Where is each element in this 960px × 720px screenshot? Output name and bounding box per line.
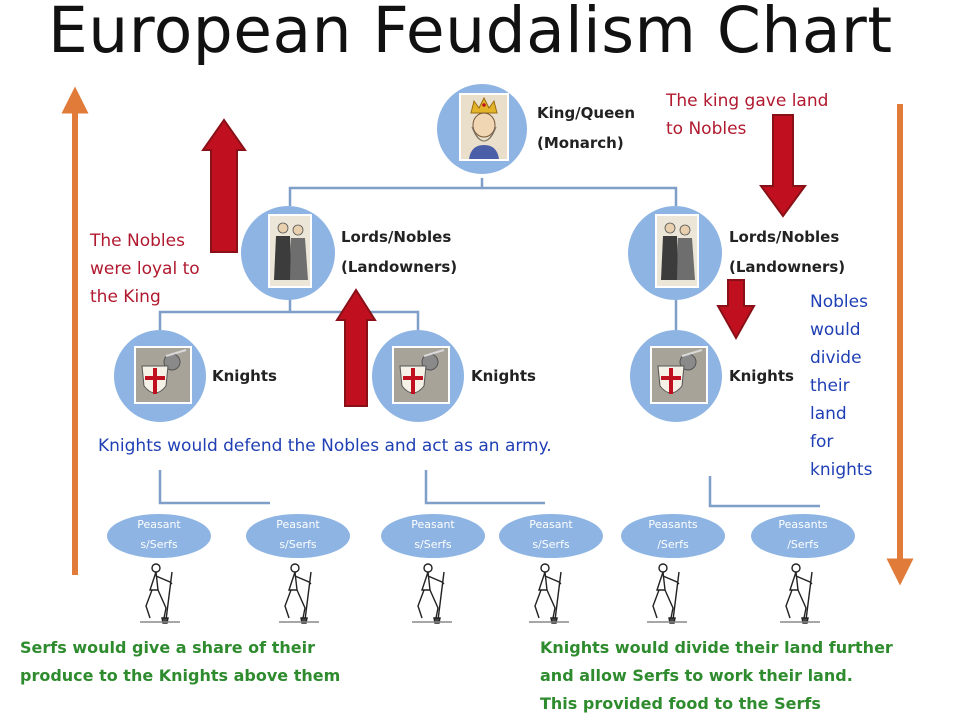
peasant-label-6b: /Serfs — [787, 538, 819, 551]
note-line: land — [810, 404, 847, 424]
knight-label-2: Knights — [471, 367, 536, 385]
note-serfs-give: Serfs would give a share of their produc… — [20, 634, 340, 690]
peasant-label-5a: Peasants — [648, 518, 698, 531]
knight-portrait-icon — [650, 346, 708, 404]
king-portrait-icon — [459, 93, 509, 161]
peasant-node-4: Peasant s/Serfs — [499, 514, 603, 558]
red-arrows — [201, 114, 807, 407]
peasant-label-2b: s/Serfs — [279, 538, 317, 551]
peasant-label-4a: Peasant — [529, 518, 573, 531]
knight-label-1: Knights — [212, 367, 277, 385]
note-line: were loyal to — [90, 259, 200, 279]
monarch-title: King/Queen — [537, 104, 636, 122]
peasant-label-2a: Peasant — [276, 518, 320, 531]
monarch-label: King/Queen (Monarch) — [537, 98, 635, 158]
serf-digging-icon — [529, 563, 569, 624]
note-knights-divide: Knights would divide their land further … — [540, 634, 893, 718]
note-nobles-loyal: The Nobles were loyal to the King — [90, 227, 200, 311]
peasant-label-6a: Peasants — [778, 518, 828, 531]
page-title: European Feudalism Chart — [48, 0, 893, 67]
nobles-portrait-icon — [268, 214, 312, 288]
peasant-label-1b: s/Serfs — [140, 538, 178, 551]
hierarchy-lines — [158, 178, 820, 508]
note-line: Nobles — [810, 292, 868, 312]
monarch-subtitle: (Monarch) — [537, 134, 624, 152]
note-line: knights — [810, 460, 873, 480]
note-line: The Nobles — [90, 231, 185, 251]
peasant-node-3: Peasant s/Serfs — [381, 514, 485, 558]
connector-monarch-right-noble — [482, 186, 678, 206]
noble-title-right: Lords/Nobles — [729, 228, 840, 246]
note-knights-defend: Knights would defend the Nobles and act … — [98, 436, 552, 456]
serf-digging-icon — [140, 563, 180, 624]
knight-label-3: Knights — [729, 367, 794, 385]
red-down-arrow-king — [759, 114, 807, 218]
peasant-label-5b: /Serfs — [657, 538, 689, 551]
noble-label-right: Lords/Nobles (Landowners) — [729, 222, 845, 282]
serf-digging-icon — [780, 563, 820, 624]
note-line: for — [810, 432, 834, 452]
note-line: The king gave land — [666, 91, 829, 111]
serf-digging-icon — [647, 563, 687, 624]
note-line: divide — [810, 348, 862, 368]
note-king-gave-land: The king gave land to Nobles — [666, 87, 828, 143]
peasant-node-1: Peasant s/Serfs — [107, 514, 211, 558]
peasant-node-5: Peasants /Serfs — [621, 514, 725, 558]
serf-digging-icon — [279, 563, 319, 624]
peasant-node-6: Peasants /Serfs — [751, 514, 855, 558]
peasant-label-3a: Peasant — [411, 518, 455, 531]
note-line: their — [810, 376, 850, 396]
connector-noble-knight-1 — [158, 298, 292, 330]
connector-knight1-peasants — [158, 470, 270, 505]
note-line: This provided food to the Serfs — [540, 694, 821, 713]
nobles-portrait-icon — [655, 214, 699, 288]
noble-title-left: Lords/Nobles — [341, 228, 452, 246]
knight-portrait-icon — [134, 346, 192, 404]
note-line: would — [810, 320, 861, 340]
serf-digging-icon — [412, 563, 452, 624]
peasant-label-3b: s/Serfs — [414, 538, 452, 551]
connector-monarch-left-noble — [288, 178, 484, 206]
note-line: produce to the Knights above them — [20, 666, 341, 685]
peasant-label-4b: s/Serfs — [532, 538, 570, 551]
noble-node-left — [241, 206, 335, 300]
knight-portrait-icon — [392, 346, 450, 404]
note-nobles-divide: Nobles would divide their land for knigh… — [810, 288, 872, 484]
note-line: Knights would divide their land further — [540, 638, 893, 657]
monarch-node — [437, 84, 527, 174]
red-up-arrow-knights — [335, 288, 377, 407]
red-up-arrow-nobles — [201, 118, 247, 253]
red-down-arrow-nobles — [716, 279, 756, 341]
connector-noble-knight-2 — [290, 310, 420, 330]
knight-node-1 — [114, 330, 206, 422]
knight-node-3 — [630, 330, 722, 422]
noble-subtitle-left: (Landowners) — [341, 258, 458, 276]
peasant-label-1a: Peasant — [137, 518, 181, 531]
peasant-node-2: Peasant s/Serfs — [246, 514, 350, 558]
noble-node-right — [628, 206, 722, 300]
note-line: the King — [90, 287, 161, 307]
note-line: and allow Serfs to work their land. — [540, 666, 853, 685]
connector-knight2-peasants — [424, 470, 545, 505]
noble-subtitle-right: (Landowners) — [729, 258, 846, 276]
connector-knight3-peasants — [708, 476, 820, 508]
noble-label-left: Lords/Nobles (Landowners) — [341, 222, 457, 282]
knight-node-2 — [372, 330, 464, 422]
note-line: to Nobles — [666, 119, 747, 139]
note-line: Serfs would give a share of their — [20, 638, 315, 657]
